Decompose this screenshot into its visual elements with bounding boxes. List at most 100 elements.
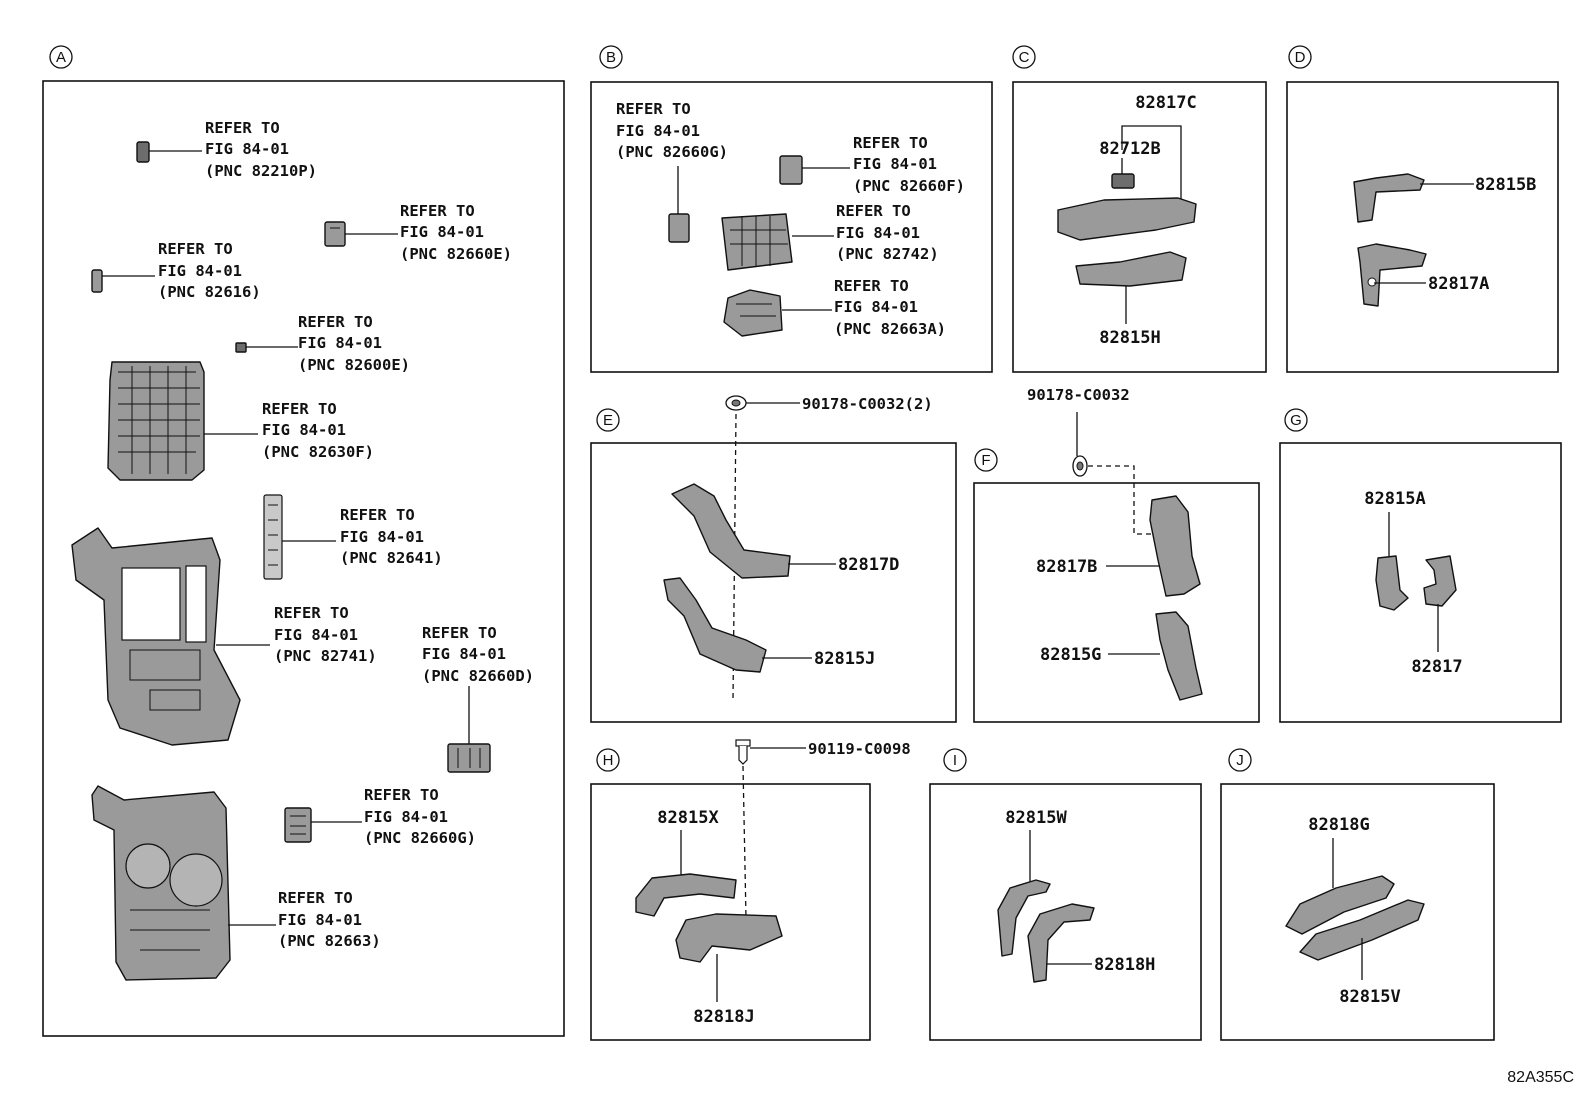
ref-82660g-a-line2: FIG 84-01 — [364, 808, 448, 826]
part-82815w — [997, 879, 1051, 957]
ref-82660g-a-pnc: (PNC 82660G) — [364, 829, 476, 847]
section-b-frame — [590, 81, 993, 373]
ref-82641-line2: FIG 84-01 — [340, 528, 424, 546]
fastener-90178-c0032-e — [725, 395, 800, 411]
section-e-letter: E — [603, 412, 613, 429]
section-f: 90178-C0032 F 82817B 82815G — [973, 386, 1260, 723]
ref-82741-line1: REFER TO — [274, 604, 349, 622]
part-82815b — [1353, 173, 1425, 223]
ref-82660g-connector-a — [284, 807, 362, 843]
ref-b-82660f-connector — [779, 155, 850, 185]
ref-82641-pnc: (PNC 82641) — [340, 549, 443, 567]
section-a-frame — [42, 80, 565, 1037]
section-a-letter: A — [56, 49, 66, 66]
part-82815g — [1155, 611, 1203, 701]
section-g-marker: G — [1284, 408, 1308, 432]
section-e: E 90178-C0032(2) 82817D 82815J — [590, 395, 957, 723]
part-82817b — [1149, 495, 1201, 597]
section-f-frame — [973, 482, 1260, 723]
ref-82630f-junction-block — [107, 361, 258, 481]
ref-82660e-line1: REFER TO — [400, 202, 475, 220]
section-d-marker: D — [1288, 45, 1312, 69]
section-e-frame — [590, 442, 957, 723]
ref-b-82660f-line2: FIG 84-01 — [853, 155, 937, 173]
ref-82663-pnc: (PNC 82663) — [278, 932, 381, 950]
ref-82660g-a-line1: REFER TO — [364, 786, 439, 804]
ref-b-82660f-line1: REFER TO — [853, 134, 928, 152]
section-a-marker: A — [49, 45, 73, 69]
section-i-frame — [929, 783, 1202, 1041]
label-82817: 82817 — [1411, 657, 1462, 677]
part-82815j — [663, 577, 767, 673]
ref-b-82663a-line1: REFER TO — [834, 277, 909, 295]
ref-82600e-pnc: (PNC 82600E) — [298, 356, 410, 374]
ref-82210p-connector — [136, 141, 202, 163]
ref-82741-line2: FIG 84-01 — [274, 626, 358, 644]
ref-82630f-pnc: (PNC 82630F) — [262, 443, 374, 461]
label-82815b: 82815B — [1475, 175, 1536, 195]
section-g: G 82815A 82817 — [1279, 408, 1562, 723]
label-82817d: 82817D — [838, 555, 899, 575]
label-90178-c0032: 90178-C0032 — [1027, 386, 1130, 404]
section-a: A REFER TO FIG 84-01 (PNC 82210P) REFER … — [42, 45, 565, 1037]
ref-82660e-line2: FIG 84-01 — [400, 223, 484, 241]
section-g-frame — [1279, 442, 1562, 723]
label-82817a: 82817A — [1428, 274, 1489, 294]
section-c-letter: C — [1019, 49, 1030, 66]
ref-82616-line1: REFER TO — [158, 240, 233, 258]
label-82815h: 82815H — [1099, 328, 1160, 348]
ref-82600e-clip — [235, 342, 298, 353]
section-h-letter: H — [603, 752, 614, 769]
label-82817b: 82817B — [1036, 557, 1097, 577]
leader-82817c — [1121, 125, 1182, 205]
ref-b-82660f-pnc: (PNC 82660F) — [853, 177, 965, 195]
ref-b-82742-line2: FIG 84-01 — [836, 224, 920, 242]
section-f-letter: F — [981, 452, 990, 469]
ref-82663-line2: FIG 84-01 — [278, 911, 362, 929]
section-g-letter: G — [1290, 412, 1302, 429]
section-j: J 82818G 82815V — [1220, 748, 1495, 1041]
ref-82660d-line1: REFER TO — [422, 624, 497, 642]
dashed-guide-h — [742, 765, 747, 919]
ref-82741-frame — [71, 527, 270, 746]
label-82818j: 82818J — [693, 1007, 754, 1027]
ref-82616-pnc: (PNC 82616) — [158, 283, 261, 301]
ref-b-82663a-line2: FIG 84-01 — [834, 298, 918, 316]
ref-82660e-pnc: (PNC 82660E) — [400, 245, 512, 263]
label-82815x: 82815X — [657, 808, 719, 828]
section-i: I 82815W 82818H — [929, 748, 1202, 1041]
part-82815a — [1375, 555, 1409, 611]
section-h-frame — [590, 783, 871, 1041]
part-82818j — [675, 913, 783, 963]
section-b-letter: B — [606, 49, 616, 66]
section-d-frame — [1286, 81, 1559, 373]
dashed-guide-f — [1088, 465, 1172, 535]
section-e-marker: E — [596, 408, 620, 432]
fastener-90119-c0098 — [735, 739, 806, 765]
section-h: H 90119-C0098 82815X 82818J — [590, 739, 911, 1041]
ref-82663-housing — [91, 785, 276, 981]
ref-82210p-pnc: (PNC 82210P) — [205, 162, 317, 180]
label-82815v: 82815V — [1339, 987, 1400, 1007]
ref-82641-fuse-strip — [263, 494, 336, 580]
label-82818h: 82818H — [1094, 955, 1155, 975]
label-82817c: 82817C — [1135, 93, 1196, 113]
ref-82741-pnc: (PNC 82741) — [274, 647, 377, 665]
part-82818h — [1027, 903, 1095, 983]
part-82818g — [1285, 875, 1395, 935]
ref-82660d-line2: FIG 84-01 — [422, 645, 506, 663]
section-i-marker: I — [943, 748, 967, 772]
diagram-number: 82A355C — [1507, 1069, 1574, 1086]
part-82712b-clip — [1111, 173, 1135, 189]
ref-82630f-line2: FIG 84-01 — [262, 421, 346, 439]
label-90178-c0032-2: 90178-C0032(2) — [802, 395, 933, 413]
section-j-marker: J — [1228, 748, 1252, 772]
section-i-letter: I — [953, 752, 957, 769]
ref-b-82742-pnc: (PNC 82742) — [836, 245, 939, 263]
section-j-frame — [1220, 783, 1495, 1041]
ref-b-82663a-pnc: (PNC 82663A) — [834, 320, 946, 338]
part-82815v — [1299, 899, 1425, 961]
section-d-letter: D — [1295, 49, 1306, 66]
part-82817a — [1357, 243, 1427, 307]
ref-b-82742-line1: REFER TO — [836, 202, 911, 220]
